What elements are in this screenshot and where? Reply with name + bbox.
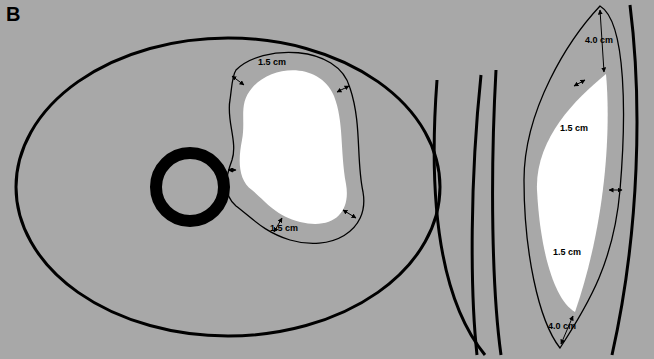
limb-outline bbox=[16, 38, 440, 336]
limb-outline bbox=[434, 5, 637, 355]
margin-contour bbox=[227, 52, 364, 243]
dimension-label: 1.5 cm bbox=[553, 248, 581, 257]
panel-letter: B bbox=[6, 4, 20, 24]
dimension-label: 1.5 cm bbox=[258, 58, 286, 67]
tumor-volume bbox=[537, 74, 608, 312]
dimension-label: 4.0 cm bbox=[548, 322, 576, 331]
margin-contour bbox=[524, 6, 623, 348]
dimension-label: 4.0 cm bbox=[585, 36, 613, 45]
dimension-label: 1.5 cm bbox=[270, 224, 298, 233]
bone-ring bbox=[156, 153, 224, 221]
tumor-volume bbox=[240, 70, 347, 224]
margin-arrows bbox=[561, 10, 622, 344]
dimension-label: 1.5 cm bbox=[560, 124, 588, 133]
margin-arrows bbox=[228, 76, 356, 232]
